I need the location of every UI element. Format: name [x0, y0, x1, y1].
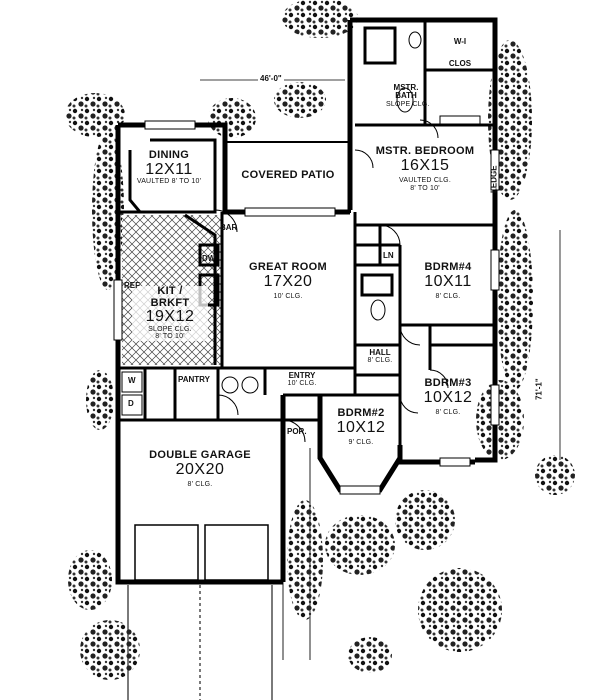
refrigerator-label: REF [124, 281, 140, 290]
linen-label: LN [383, 251, 394, 260]
bedroom-3-label: BDRM#3 10X12 8' CLG. [423, 377, 473, 417]
fixtures [121, 31, 422, 416]
depth-dimension: 71'-1" [534, 376, 545, 403]
double-garage-label: DOUBLE GARAGE 20X20 8' CLG. [149, 449, 251, 489]
dishwasher-label: DW [202, 254, 216, 263]
dining-room-label: DINING 12X11 VAULTED 8' TO 10' [136, 149, 202, 186]
master-bedroom-label: MSTR. BEDROOM 16X15 VAULTED CLG. 8' TO 1… [375, 145, 475, 192]
hall-label: HALL 8' CLG. [367, 348, 393, 365]
door-swings [214, 119, 449, 443]
great-room-label: GREAT ROOM 17X20 10' CLG. [249, 261, 327, 301]
driveway [127, 585, 273, 700]
washer-label: W [128, 376, 136, 385]
ledge-label: LEDGE [489, 165, 499, 193]
entry-label: ENTRY 10' CLG. [287, 371, 317, 388]
kitchen-breakfast-label: KIT / BRKFT 19X12 SLOPE CLG. 8' TO 10' [132, 285, 208, 341]
garage-doors [134, 524, 269, 581]
porch-label: POR. [287, 427, 307, 436]
dryer-label: D [128, 399, 134, 408]
walk-in-closet-label: W-I CLOS [448, 37, 472, 69]
bedroom-4-label: BDRM#4 10X11 8' CLG. [424, 261, 472, 301]
bedroom-2-label: BDRM#2 10X12 9' CLG. [336, 407, 386, 447]
windows [113, 115, 500, 495]
width-dimension: 46'-0" [258, 74, 284, 84]
bar-label: BAR [220, 223, 238, 232]
interior-walls [118, 20, 495, 445]
pantry-label: PANTRY [178, 375, 210, 384]
covered-patio-label: COVERED PATIO [241, 169, 335, 181]
master-bath-label: MSTR. BATH SLOPE CLG. [386, 83, 430, 108]
landscaping [65, 0, 575, 680]
